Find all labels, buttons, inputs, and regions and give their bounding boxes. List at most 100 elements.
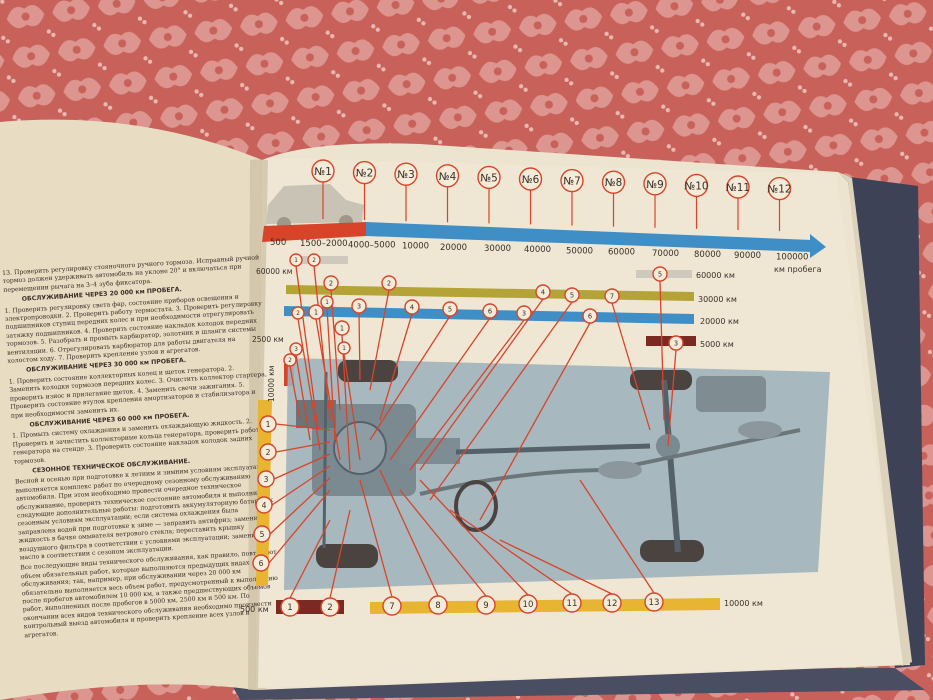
leader-line bbox=[379, 313, 413, 421]
callout-left-ring bbox=[253, 525, 271, 543]
label-20000: 20000 км bbox=[700, 317, 739, 326]
callout-left-label: 4 bbox=[262, 501, 267, 510]
service-marker-label: №10 bbox=[684, 180, 708, 192]
callout-left-ring bbox=[259, 443, 277, 461]
callout-bottom: 1 bbox=[280, 597, 300, 617]
callout-top: 1 bbox=[334, 320, 350, 336]
leader-line bbox=[369, 315, 451, 441]
leader-line bbox=[275, 441, 331, 453]
leader-line bbox=[449, 509, 573, 595]
driveshaft bbox=[455, 443, 651, 455]
callout-bottom: 7 bbox=[382, 596, 402, 616]
service-marker-label: №7 bbox=[563, 176, 581, 188]
callout-bottom-label: 10 bbox=[523, 600, 534, 610]
rear-axle bbox=[661, 379, 681, 553]
service-marker-label: №9 bbox=[646, 179, 664, 191]
leader-line bbox=[289, 519, 331, 599]
callout-top-ring bbox=[351, 298, 367, 314]
callout-left: 4 bbox=[255, 496, 273, 514]
callout-top-label: 2 bbox=[288, 358, 292, 364]
km-label: 50000 bbox=[566, 246, 593, 256]
leader-line bbox=[379, 469, 439, 597]
service-marker-label: №4 bbox=[439, 171, 457, 183]
callout-top: 3 bbox=[516, 305, 532, 321]
leader-line bbox=[273, 453, 331, 480]
label-30000: 30000 км bbox=[698, 295, 737, 304]
engine-flywheel bbox=[333, 421, 387, 475]
callout-left-ring bbox=[255, 496, 273, 514]
callout-bottom-label: 11 bbox=[567, 599, 578, 609]
callout-top-label: 1 bbox=[325, 300, 329, 306]
service-marker-ring bbox=[311, 159, 335, 183]
service-marker-label: №6 bbox=[522, 174, 540, 186]
label-left-2500: 2500 км bbox=[252, 335, 284, 344]
leader-line bbox=[295, 354, 311, 441]
callout-top: 5 bbox=[442, 301, 458, 317]
service-marker-ring bbox=[726, 175, 750, 199]
callout-top-ring bbox=[604, 288, 620, 304]
leader-line bbox=[389, 317, 491, 461]
km-label: 20000 bbox=[440, 243, 467, 253]
callout-top-ring bbox=[535, 284, 551, 300]
leader-line bbox=[341, 334, 351, 471]
callout-top: 6 bbox=[582, 308, 598, 324]
callout-bottom-ring bbox=[320, 597, 340, 617]
callout-top-label: 7 bbox=[610, 293, 614, 301]
callout-top-label: 1 bbox=[294, 258, 298, 264]
callout-left-label: 1 bbox=[266, 420, 271, 429]
callout-bottom-ring bbox=[280, 597, 300, 617]
callout-top: 1 bbox=[308, 304, 324, 320]
callout-top-ring bbox=[337, 341, 351, 355]
callout-top: 1 bbox=[337, 341, 351, 355]
callout-left: 3 bbox=[257, 470, 275, 488]
service-marker-ring bbox=[601, 170, 626, 194]
callout-top-ring bbox=[442, 301, 458, 317]
callout-top: 7 bbox=[604, 288, 620, 304]
callout-bottom: 8 bbox=[428, 595, 448, 615]
wheel-front-bottom bbox=[316, 544, 378, 568]
callout-top: 2 bbox=[307, 253, 321, 267]
callout-bottom: 2 bbox=[320, 597, 340, 617]
leader-line bbox=[330, 289, 341, 411]
callout-bottom-ring bbox=[382, 596, 402, 616]
km-label: 500 bbox=[270, 238, 286, 248]
fuel-tank bbox=[696, 376, 766, 412]
callout-top-label: 6 bbox=[588, 313, 592, 321]
leader-line bbox=[295, 265, 319, 431]
service-marker: №7 bbox=[560, 168, 584, 193]
service-marker-ring bbox=[435, 164, 460, 188]
callout-top-label: 2 bbox=[329, 280, 333, 288]
callout-bottom-label: 13 bbox=[649, 598, 660, 608]
muffler bbox=[598, 461, 642, 479]
callout-bottom-label: 12 bbox=[607, 599, 618, 609]
leader-line bbox=[429, 301, 573, 501]
callout-left-ring bbox=[257, 470, 275, 488]
callout-top-ring bbox=[320, 295, 334, 309]
callout-top-ring bbox=[307, 253, 321, 267]
callout-top-label: 5 bbox=[570, 292, 574, 300]
service-marker-label: №5 bbox=[480, 172, 498, 184]
service-marker-ring bbox=[518, 167, 543, 191]
callout-left-label: 2 bbox=[266, 448, 271, 457]
mileage-timeline bbox=[262, 222, 826, 258]
callout-bottom-label: 1 bbox=[287, 603, 292, 613]
leader-line bbox=[579, 479, 655, 594]
service-marker: №4 bbox=[435, 164, 460, 188]
leader-line bbox=[611, 302, 651, 431]
callout-top: 2 bbox=[283, 353, 297, 367]
km-label: 70000 bbox=[652, 249, 679, 259]
callout-bottom-ring bbox=[562, 593, 582, 613]
leader-line bbox=[359, 479, 393, 598]
service-marker-ring bbox=[560, 168, 584, 193]
callout-bottom: 12 bbox=[602, 593, 622, 613]
service-marker: №5 bbox=[477, 165, 501, 190]
service-marker: №9 bbox=[643, 172, 667, 196]
callout-bottom-ring bbox=[644, 592, 664, 612]
gearbox bbox=[400, 438, 460, 464]
service-marker-ring bbox=[643, 172, 667, 196]
callout-left: 6 bbox=[252, 554, 270, 572]
callout-top-label: 2 bbox=[296, 311, 300, 317]
callout-left: 5 bbox=[253, 525, 271, 543]
